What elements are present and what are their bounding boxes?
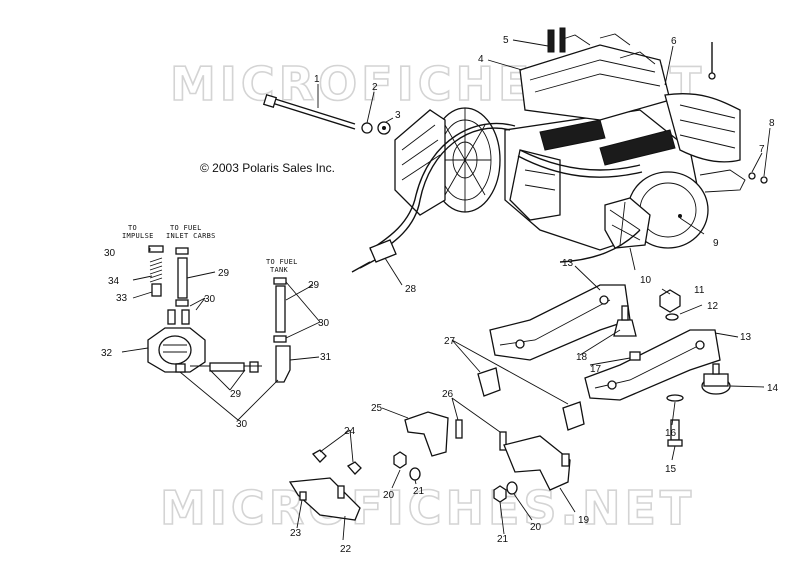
- callout-11: 11: [694, 285, 705, 296]
- callout-25: 25: [371, 403, 383, 414]
- callout-18: 18: [576, 352, 588, 363]
- part-21-washer-a: [409, 467, 421, 481]
- note-to-fuel-carbs-line-1: TO FUEL: [170, 224, 202, 232]
- callout-12: 12: [707, 301, 719, 312]
- callout-3: 3: [395, 110, 401, 121]
- callout-20-left: 20: [383, 490, 395, 501]
- callout-34: 34: [108, 276, 120, 287]
- callout-2: 2: [372, 82, 378, 93]
- part-16-washer: [666, 394, 684, 402]
- part-2-washer: [361, 122, 373, 134]
- callout-4: 4: [478, 54, 484, 65]
- callout-21-right: 21: [497, 534, 509, 545]
- callout-5: 5: [503, 35, 509, 46]
- mount-bracket-lower: [584, 329, 721, 401]
- callout-1: 1: [314, 74, 320, 85]
- part-26-bolt-b: [499, 431, 507, 451]
- callout-numbers: 1 2 3 4 5 6 7 8 9 10 11 12 13 13 14 15 1…: [101, 35, 779, 555]
- callout-15: 15: [665, 464, 677, 475]
- callout-21-left: 21: [413, 486, 425, 497]
- callout-29-upper: 29: [218, 268, 230, 279]
- part-27-block-a: [477, 367, 501, 397]
- callout-29-tank: 29: [308, 280, 320, 291]
- part-26-bolt-a: [455, 419, 463, 439]
- note-to-fuel-tank-line-2: TANK: [270, 266, 289, 274]
- callout-10: 10: [640, 275, 652, 286]
- callout-33: 33: [116, 293, 128, 304]
- part-17-nut: [629, 351, 641, 361]
- part-24-nut-a: [311, 449, 327, 463]
- callout-13-lower: 13: [740, 332, 752, 343]
- callout-29-lower: 29: [230, 389, 242, 400]
- note-to-impulse-line-2: IMPULSE: [122, 232, 154, 240]
- part-20-washer-b: [506, 481, 518, 495]
- callout-19: 19: [578, 515, 590, 526]
- mount-bracket-upper: [489, 284, 631, 361]
- part-1-bolt: [262, 93, 356, 130]
- callout-31: 31: [320, 352, 332, 363]
- part-23-bolt: [299, 491, 307, 501]
- callout-13-upper: 13: [562, 258, 574, 269]
- callout-6: 6: [671, 36, 677, 47]
- part-24-nut-b: [346, 461, 362, 475]
- callout-22: 22: [340, 544, 352, 555]
- callout-26: 26: [442, 389, 454, 400]
- engine-assembly: [351, 27, 768, 273]
- callout-28: 28: [405, 284, 417, 295]
- part-19-bracket: [503, 435, 571, 491]
- note-to-impulse-line-1: TO: [128, 224, 137, 232]
- callout-14: 14: [767, 383, 779, 394]
- callout-30-tank: 30: [318, 318, 330, 329]
- part-25-bracket: [404, 411, 449, 457]
- callout-32: 32: [101, 348, 113, 359]
- part-21-nut-b: [493, 485, 507, 503]
- callout-23: 23: [290, 528, 302, 539]
- part-14-mount: [701, 363, 731, 395]
- callout-24: 24: [344, 426, 356, 437]
- callout-8: 8: [769, 118, 775, 129]
- callout-30-pump: 30: [204, 294, 216, 305]
- callout-17: 17: [590, 364, 602, 375]
- callout-30-bottom: 30: [236, 419, 248, 430]
- leader-lines: [121, 39, 771, 541]
- copyright-text: © 2003 Polaris Sales Inc.: [200, 161, 335, 175]
- part-22-bracket: [288, 477, 361, 521]
- watermark-bottom: MICROFICHES.NET: [160, 481, 695, 535]
- fuel-pump-group: [147, 245, 291, 383]
- callout-30-top: 30: [104, 248, 116, 259]
- part-11-nut: [659, 289, 681, 313]
- part-20-nut-a: [393, 451, 407, 469]
- callout-20-right: 20: [530, 522, 542, 533]
- part-27-block-b: [562, 401, 585, 431]
- note-to-fuel-tank-line-1: TO FUEL: [266, 258, 298, 266]
- callout-27: 27: [444, 336, 456, 347]
- callout-7: 7: [759, 144, 765, 155]
- callout-16: 16: [665, 428, 677, 439]
- part-12-washer: [665, 313, 679, 321]
- note-to-fuel-carbs-line-2: INLET CARBS: [166, 232, 216, 240]
- callout-9: 9: [713, 238, 719, 249]
- part-18-isolator: [613, 319, 637, 337]
